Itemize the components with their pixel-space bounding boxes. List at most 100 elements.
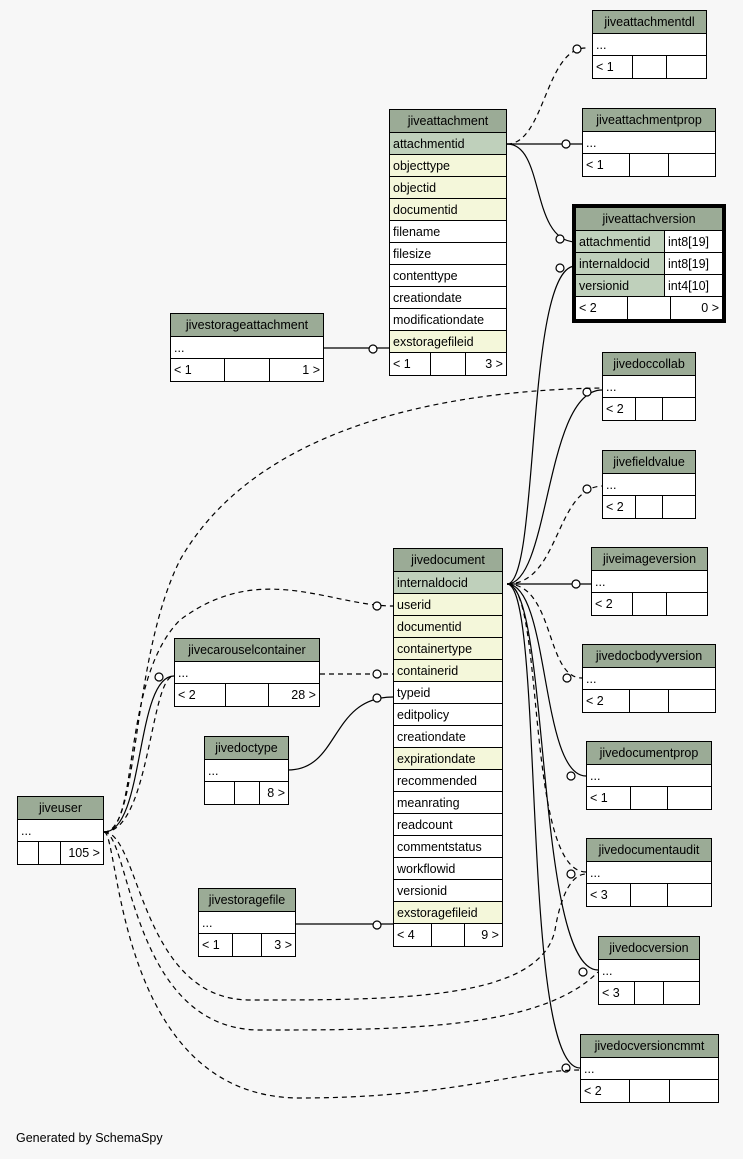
table-jivedocument[interactable]: jivedocument internaldocid userid docume… <box>393 548 503 947</box>
column-row: readcount <box>394 814 502 836</box>
edge-document-docversion <box>506 583 599 971</box>
edge-user-docversion <box>103 831 599 1031</box>
column-row: ... <box>583 132 715 154</box>
table-jivedocumentprop[interactable]: jivedocumentprop ... < 1 <box>586 741 712 810</box>
column-row: ... <box>583 668 715 690</box>
edge-user-carousel-dashed <box>103 675 175 833</box>
column-row: ... <box>593 34 706 56</box>
table-footer: < 1 <box>587 787 711 809</box>
column-row: objecttype <box>390 155 506 177</box>
edge-document-attachversion <box>506 265 576 585</box>
table-footer: < 3 <box>587 884 711 906</box>
column-row: documentid <box>394 616 502 638</box>
table-jivedocversioncmmt[interactable]: jivedocversioncmmt ... < 2 <box>580 1034 719 1103</box>
column-row: attachmentid <box>390 133 506 155</box>
column-row: expirationdate <box>394 748 502 770</box>
column-row: workflowid <box>394 858 502 880</box>
column-row: ... <box>171 337 323 359</box>
table-title: jivedocversion <box>599 937 699 960</box>
table-footer: < 2 <box>581 1080 718 1102</box>
table-jivedoctype[interactable]: jivedoctype ... 8 > <box>204 736 289 805</box>
table-title: jivedocversioncmmt <box>581 1035 718 1058</box>
table-title: jivedoccollab <box>603 353 695 376</box>
table-title: jiveattachmentprop <box>583 109 715 132</box>
table-jiveimageversion[interactable]: jiveimageversion ... < 2 <box>591 547 708 616</box>
edge-attachment-attachmentdl <box>506 47 587 145</box>
table-title: jivefieldvalue <box>603 451 695 474</box>
table-title: jivedocumentprop <box>587 742 711 765</box>
edge-user-document-userid <box>103 588 394 833</box>
edge-end-attachversion-2 <box>555 263 565 273</box>
column-row: containerid <box>394 660 502 682</box>
table-jivefieldvalue[interactable]: jivefieldvalue ... < 2 <box>602 450 696 519</box>
column-row: creationdate <box>390 287 506 309</box>
table-jivedocversion[interactable]: jivedocversion ... < 3 <box>598 936 700 1005</box>
table-jiveuser[interactable]: jiveuser ... 105 > <box>17 796 104 865</box>
table-jivedoccollab[interactable]: jivedoccollab ... < 2 <box>602 352 696 421</box>
table-footer: < 1 <box>593 56 706 78</box>
edge-document-documentaudit <box>506 583 587 873</box>
table-jiveattachmentprop[interactable]: jiveattachmentprop ... < 1 <box>582 108 716 177</box>
table-title: jiveattachmentdl <box>593 11 706 34</box>
edge-end-exstoragefileid <box>372 920 382 930</box>
edge-document-docversioncmmt <box>506 583 581 1069</box>
column-row: recommended <box>394 770 502 792</box>
column-row: userid <box>394 594 502 616</box>
table-footer: < 2 <box>603 496 695 518</box>
column-row: exstoragefileid <box>394 902 502 924</box>
table-jiveattachmentdl[interactable]: jiveattachmentdl ... < 1 <box>592 10 707 79</box>
column-row: versionid <box>394 880 502 902</box>
column-row: ... <box>603 474 695 496</box>
table-jivedocbodyversion[interactable]: jivedocbodyversion ... < 2 <box>582 644 716 713</box>
edge-end-attachmentdl <box>572 44 582 54</box>
table-title: jivedocbodyversion <box>583 645 715 668</box>
table-footer: < 2 <box>603 398 695 420</box>
table-jiveattachment[interactable]: jiveattachment attachmentid objecttype o… <box>389 109 507 376</box>
column-row: filesize <box>390 243 506 265</box>
table-footer: < 3 <box>599 982 699 1004</box>
column-row: objectid <box>390 177 506 199</box>
table-title: jiveattachversion <box>576 208 722 231</box>
table-title: jivestorageattachment <box>171 314 323 337</box>
table-jivedocumentaudit[interactable]: jivedocumentaudit ... < 3 <box>586 838 712 907</box>
edge-end-docbodyversion <box>562 673 572 683</box>
edge-end-attachment-exstorage <box>368 344 378 354</box>
table-footer: < 1 <box>583 154 715 176</box>
edge-end-documentaudit <box>566 869 576 879</box>
column-row: creationdate <box>394 726 502 748</box>
edge-end-userid <box>372 601 382 611</box>
column-row: exstoragefileid <box>390 331 506 353</box>
table-title: jivestoragefile <box>199 889 295 912</box>
column-row: filename <box>390 221 506 243</box>
column-row: typeid <box>394 682 502 704</box>
edge-document-doccollab <box>506 389 603 585</box>
column-row: ... <box>587 765 711 787</box>
edge-end-attachmentprop <box>561 139 571 149</box>
column-row: ... <box>587 862 711 884</box>
edge-doctype-document <box>287 696 394 771</box>
column-row: ... <box>592 571 707 593</box>
column-row: commentstatus <box>394 836 502 858</box>
column-row: contenttype <box>390 265 506 287</box>
edge-end-imageversion <box>571 579 581 589</box>
edge-document-fieldvalue <box>506 485 603 585</box>
column-row: internaldocid <box>394 572 502 594</box>
edge-user-documentaudit <box>103 831 587 1001</box>
edge-end-carousel <box>154 672 164 682</box>
table-title: jivedocument <box>394 549 502 572</box>
edge-document-documentprop <box>506 583 587 777</box>
table-title: jivecarouselcontainer <box>175 639 319 662</box>
column-row: documentid <box>390 199 506 221</box>
